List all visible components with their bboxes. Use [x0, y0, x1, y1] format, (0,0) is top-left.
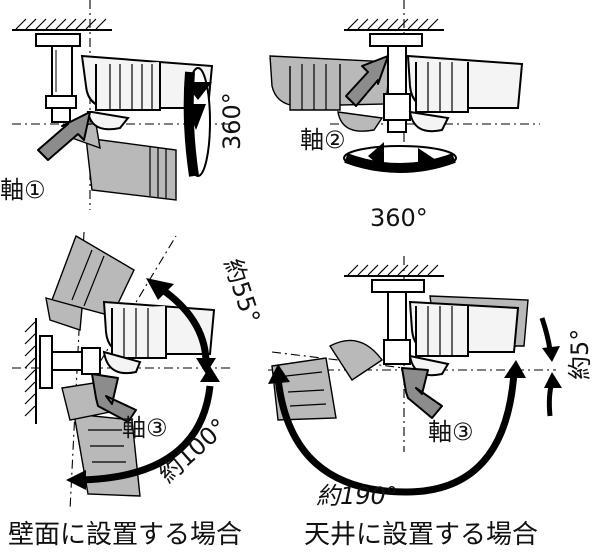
ceiling-hatch	[344, 264, 444, 277]
label-axis1: 軸①	[0, 176, 46, 204]
pointer-arrow-axis3-ceiling	[401, 367, 443, 419]
caption-ceiling-mount: 天井に設置する場合	[304, 520, 539, 550]
camera-main	[102, 300, 216, 374]
panel-wall-mount: 軸③ 約55° 約100°	[12, 231, 265, 511]
rotation-arrow-360-vertical	[183, 67, 212, 177]
rotation-arrow-up	[146, 278, 216, 374]
panel-ceiling-mount: 軸③ 約190° 約5°	[268, 256, 594, 510]
label-wall-up: 約55°	[218, 255, 265, 327]
tilt-arrows-5	[539, 317, 562, 417]
pointer-arrow-axis2	[345, 55, 389, 107]
rotation-arrow-down	[66, 366, 220, 490]
label-ceil-tilt: 約5°	[566, 329, 594, 380]
label-rot2: 360°	[370, 204, 428, 232]
camera-ghost	[71, 123, 177, 201]
panel-axis2: 軸② 360°	[269, 0, 540, 232]
label-ceil-pan: 約190°	[316, 482, 398, 510]
ceiling-hatch	[12, 18, 112, 31]
wall-hatch	[24, 318, 37, 424]
rotation-arrow-190	[268, 360, 526, 496]
ceiling-hatch	[344, 18, 444, 31]
camera-main	[406, 54, 524, 133]
label-axis3-wall: 軸③	[122, 414, 168, 442]
camera-ghost-left	[271, 339, 383, 421]
pointer-arrow-axis3-wall	[91, 373, 137, 423]
pointer-arrow-axis1	[37, 111, 91, 161]
label-axis2: 軸②	[300, 126, 346, 154]
panel-axis1: 軸① 360°	[0, 0, 246, 210]
camera-main	[408, 300, 520, 377]
rotation-arrow-360-horizontal	[343, 142, 457, 173]
camera-main	[80, 54, 214, 131]
label-rot1: 360°	[218, 92, 246, 150]
label-axis3-ceiling: 軸③	[428, 418, 474, 446]
caption-wall-mount: 壁面に設置する場合	[8, 520, 243, 550]
